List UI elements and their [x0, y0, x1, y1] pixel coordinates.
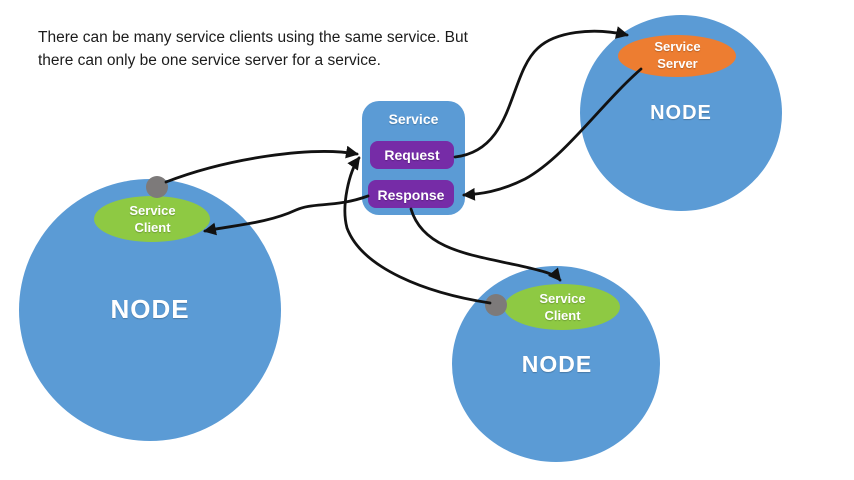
arrow-response-to-left-client — [203, 194, 370, 236]
arrow-response-to-bottom-client — [409, 207, 562, 282]
service-server-ellipse — [618, 35, 736, 77]
arrow-server-to-response — [462, 67, 643, 201]
response-box — [368, 180, 454, 208]
arrow-request-to-server — [453, 26, 629, 159]
arrow-bottom-client-to-request — [343, 156, 492, 305]
left-node-connection-dot — [146, 176, 168, 198]
left-node-circle — [19, 179, 281, 441]
bottom-node-connection-dot — [485, 294, 507, 316]
bottom-service-client-ellipse — [504, 284, 620, 330]
request-box — [370, 141, 454, 169]
left-service-client-ellipse — [94, 196, 210, 242]
arrow-left-client-to-request — [164, 145, 359, 184]
